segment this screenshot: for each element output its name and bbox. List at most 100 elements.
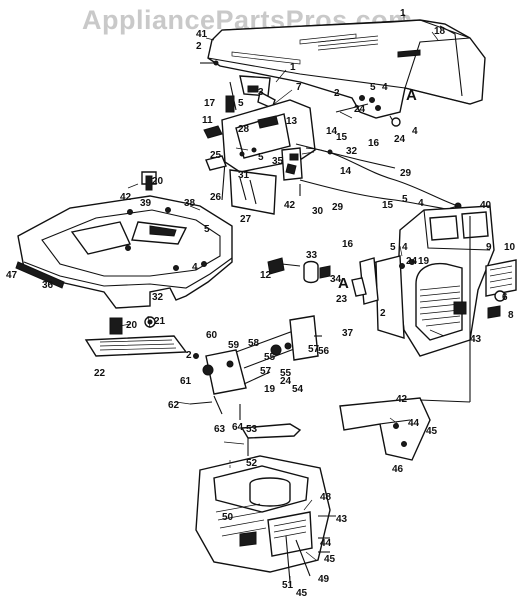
callout-label: 7: [296, 82, 302, 93]
callout-label: 19: [264, 384, 276, 395]
callout-label: 24: [394, 134, 406, 145]
callout-label: 45: [324, 554, 336, 565]
callout-label: 4: [382, 82, 388, 93]
callout-label: 3: [258, 87, 264, 98]
callout-label: 14: [340, 166, 352, 177]
headlight: [469, 216, 517, 402]
hood: [207, 19, 486, 119]
callout-label: 2: [380, 308, 386, 319]
callout-label: 48: [320, 492, 332, 503]
callout-label: 51: [282, 580, 294, 591]
callout-label: 12: [260, 270, 272, 281]
callout-label: 38: [184, 198, 196, 209]
callout-label: 15: [336, 132, 348, 143]
callout-label: 24: [406, 256, 418, 267]
callout-label: 62: [168, 400, 180, 411]
callout-label: 49: [318, 574, 330, 585]
callout-label: 15: [382, 200, 394, 211]
callout-label: 46: [392, 464, 404, 475]
callout-label: 2: [196, 41, 202, 52]
callout-label: 44: [408, 418, 420, 429]
callout-label: 5: [204, 224, 210, 235]
callout-label: 63: [214, 424, 226, 435]
small-parts-upper: [141, 125, 333, 191]
callout-label: 11: [202, 115, 213, 126]
callout-label: 8: [508, 310, 514, 321]
callout-label: 64: [232, 422, 244, 433]
callout-label: 30: [312, 206, 324, 217]
reference-mark: A: [406, 87, 417, 104]
callout-label: 20: [152, 176, 164, 187]
reference-mark: A: [338, 275, 349, 292]
callout-label: 61: [180, 376, 192, 387]
callout-label: 59: [228, 340, 240, 351]
leader-lines: [119, 14, 459, 586]
callout-label: 50: [222, 512, 234, 523]
callout-label: 35: [272, 156, 284, 167]
callout-label: 57: [260, 366, 272, 377]
callout-label: 22: [94, 368, 106, 379]
callout-label: 43: [470, 334, 482, 345]
callout-label: 42: [120, 192, 132, 203]
callout-label: 32: [346, 146, 358, 157]
footrest: [84, 316, 188, 357]
callout-label: 2: [334, 88, 340, 99]
callout-label: 28: [238, 124, 250, 135]
hood-hinge-parts: [200, 60, 276, 113]
callout-label: 1: [400, 8, 406, 19]
callout-label: 34: [330, 274, 342, 285]
callout-label: 2: [186, 350, 192, 361]
callout-label: 21: [154, 316, 166, 327]
callout-label: 45: [426, 426, 438, 437]
callout-label: 54: [292, 384, 304, 395]
callout-label: 26: [210, 192, 222, 203]
reference-marks: AA: [338, 87, 417, 292]
callout-label: 23: [336, 294, 348, 305]
fender: [15, 195, 233, 309]
callout-label: 16: [368, 138, 380, 149]
callout-label: 24: [280, 376, 292, 387]
ignition-parts: [267, 257, 331, 284]
callout-label: 39: [140, 198, 152, 209]
callout-label: 45: [296, 588, 308, 599]
callout-label: 5: [370, 82, 376, 93]
side-bracket: [351, 257, 415, 305]
callout-label: 5: [238, 98, 244, 109]
callout-label: 17: [204, 98, 216, 109]
callout-label: 31: [238, 170, 250, 181]
callout-label: 25: [210, 150, 222, 161]
callout-label: 27: [240, 214, 252, 225]
callout-label: 4: [412, 126, 418, 137]
callout-label: 44: [320, 538, 332, 549]
callout-label: 60: [206, 330, 218, 341]
callout-label: 55: [264, 352, 276, 363]
callout-label: 16: [342, 239, 354, 250]
callout-label: 13: [286, 116, 298, 127]
callout-label: 10: [504, 242, 516, 253]
callout-label: 47: [6, 270, 18, 281]
callout-label: 32: [152, 292, 164, 303]
callout-label: 20: [126, 320, 138, 331]
callout-label: 58: [248, 338, 260, 349]
dash-panel: [221, 99, 316, 215]
linkage-cluster: [189, 315, 322, 420]
callout-label: 52: [246, 458, 258, 469]
callout-label: 29: [400, 168, 412, 179]
callout-label: 53: [246, 424, 258, 435]
callout-label: 4: [402, 242, 408, 253]
callout-label: 18: [434, 26, 446, 37]
engine: [195, 423, 336, 583]
callout-label: 37: [342, 328, 354, 339]
callout-label: 14: [326, 126, 338, 137]
callout-label: 42: [396, 394, 408, 405]
callout-label: 56: [318, 346, 330, 357]
callout-label: 5: [390, 242, 396, 253]
callout-label: 36: [42, 280, 54, 291]
callout-label: 1: [290, 62, 296, 73]
callout-label: 5: [402, 194, 408, 205]
callout-label: 5: [258, 152, 264, 163]
callout-label: 29: [332, 202, 344, 213]
